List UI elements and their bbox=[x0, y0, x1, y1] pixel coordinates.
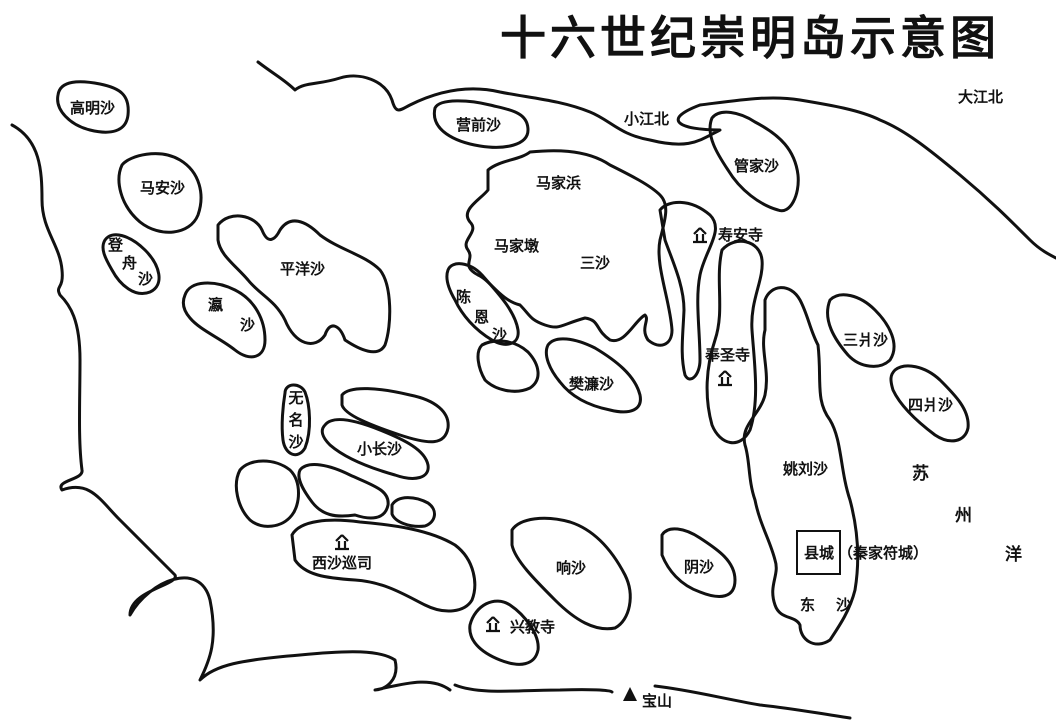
outline-gaoming bbox=[56, 80, 130, 134]
outline-fengsheng-island bbox=[705, 239, 764, 445]
label-sanpian: 三爿沙 bbox=[843, 331, 889, 349]
label-dengzhou-3: 沙 bbox=[138, 270, 154, 288]
temple-icon bbox=[691, 226, 709, 244]
label-baoshan: 宝山 bbox=[642, 692, 673, 710]
label-sea-zhou: 州 bbox=[955, 506, 972, 526]
label-wuming: 无 名 沙 bbox=[288, 389, 304, 451]
outline-unnamed-a bbox=[476, 339, 540, 393]
outline-mid-bar bbox=[297, 463, 390, 520]
label-dengzhou-2: 舟 bbox=[122, 254, 138, 272]
label-maan: 马安沙 bbox=[140, 179, 186, 197]
label-yin: 阴沙 bbox=[684, 558, 715, 576]
label-ying-2: 沙 bbox=[240, 316, 256, 334]
temple-icon bbox=[484, 615, 502, 633]
label-dong-1: 东 bbox=[800, 596, 816, 614]
label-yaoliu: 姚刘沙 bbox=[783, 460, 829, 478]
outline-pingyang bbox=[216, 214, 392, 354]
label-guanjia: 管家沙 bbox=[734, 157, 780, 175]
label-fanlian: 樊濂沙 bbox=[569, 375, 615, 393]
outline-xiang bbox=[510, 516, 632, 631]
label-dong-2: 沙 bbox=[836, 596, 852, 614]
label-yingqian: 营前沙 bbox=[456, 116, 502, 134]
label-ying-1: 瀛 bbox=[208, 296, 224, 314]
label-sipian: 四爿沙 bbox=[908, 396, 954, 414]
outline-shouan-island bbox=[658, 200, 717, 381]
north-coastline bbox=[256, 60, 1056, 260]
south-coastline-west bbox=[453, 683, 614, 694]
mountain-icon bbox=[623, 687, 637, 701]
outline-ying bbox=[181, 281, 267, 359]
map-title: 十六世纪崇明岛示意图 bbox=[500, 11, 1000, 65]
label-shouan-temple: 寿安寺 bbox=[718, 226, 764, 244]
label-sea-yang: 洋 bbox=[1005, 545, 1022, 565]
label-chenen-3: 沙 bbox=[492, 326, 508, 344]
label-majiabang: 马家浜 bbox=[536, 174, 582, 192]
outline-long-bar bbox=[340, 387, 450, 444]
outline-yin bbox=[660, 527, 737, 598]
outline-dengzhou bbox=[101, 233, 161, 295]
outline-yingqian bbox=[432, 99, 530, 149]
west-coastline bbox=[10, 123, 452, 692]
label-county-city: 县城 bbox=[804, 544, 835, 562]
outline-small-bar bbox=[390, 496, 436, 528]
label-north-shore: 大江北 bbox=[958, 88, 1004, 106]
label-fengsheng-temple: 奉圣寺 bbox=[705, 346, 751, 364]
outline-sipian bbox=[889, 364, 970, 443]
county-city-box bbox=[796, 530, 841, 575]
label-pingyang: 平洋沙 bbox=[280, 260, 326, 278]
label-majiadun: 马家墩 bbox=[494, 237, 540, 255]
label-xiang: 响沙 bbox=[556, 559, 587, 577]
outline-xisha bbox=[290, 518, 477, 613]
outline-xiaochang bbox=[320, 418, 430, 480]
outline-sanpian bbox=[826, 293, 896, 368]
temple-icon bbox=[716, 369, 734, 387]
outline-guanjia bbox=[708, 110, 800, 213]
outline-wuming bbox=[280, 383, 311, 457]
outline-xingjiao bbox=[468, 599, 540, 666]
label-county-city-note: （秦家符城） bbox=[838, 544, 929, 562]
outline-maan bbox=[117, 152, 203, 234]
label-sea-su: 苏 bbox=[912, 464, 929, 484]
south-coastline-east bbox=[653, 684, 852, 720]
label-chenen-2: 恩 bbox=[474, 308, 490, 326]
label-small-north: 小江北 bbox=[624, 110, 670, 128]
label-xingjiao-temple: 兴教寺 bbox=[510, 618, 556, 636]
outline-round-left bbox=[234, 459, 300, 528]
outline-yaoliu-dongsha bbox=[742, 286, 860, 646]
label-xisha-patrol: 西沙巡司 bbox=[312, 554, 373, 572]
label-chenen-1: 陈 bbox=[456, 288, 472, 306]
label-xiaochang: 小长沙 bbox=[357, 440, 403, 458]
temple-icon bbox=[333, 533, 351, 551]
outline-fanlian bbox=[544, 337, 642, 414]
outline-sansha bbox=[464, 149, 674, 347]
label-dengzhou-1: 登 bbox=[108, 236, 124, 254]
label-gaoming: 高明沙 bbox=[70, 99, 116, 117]
label-sansha: 三沙 bbox=[580, 254, 611, 272]
